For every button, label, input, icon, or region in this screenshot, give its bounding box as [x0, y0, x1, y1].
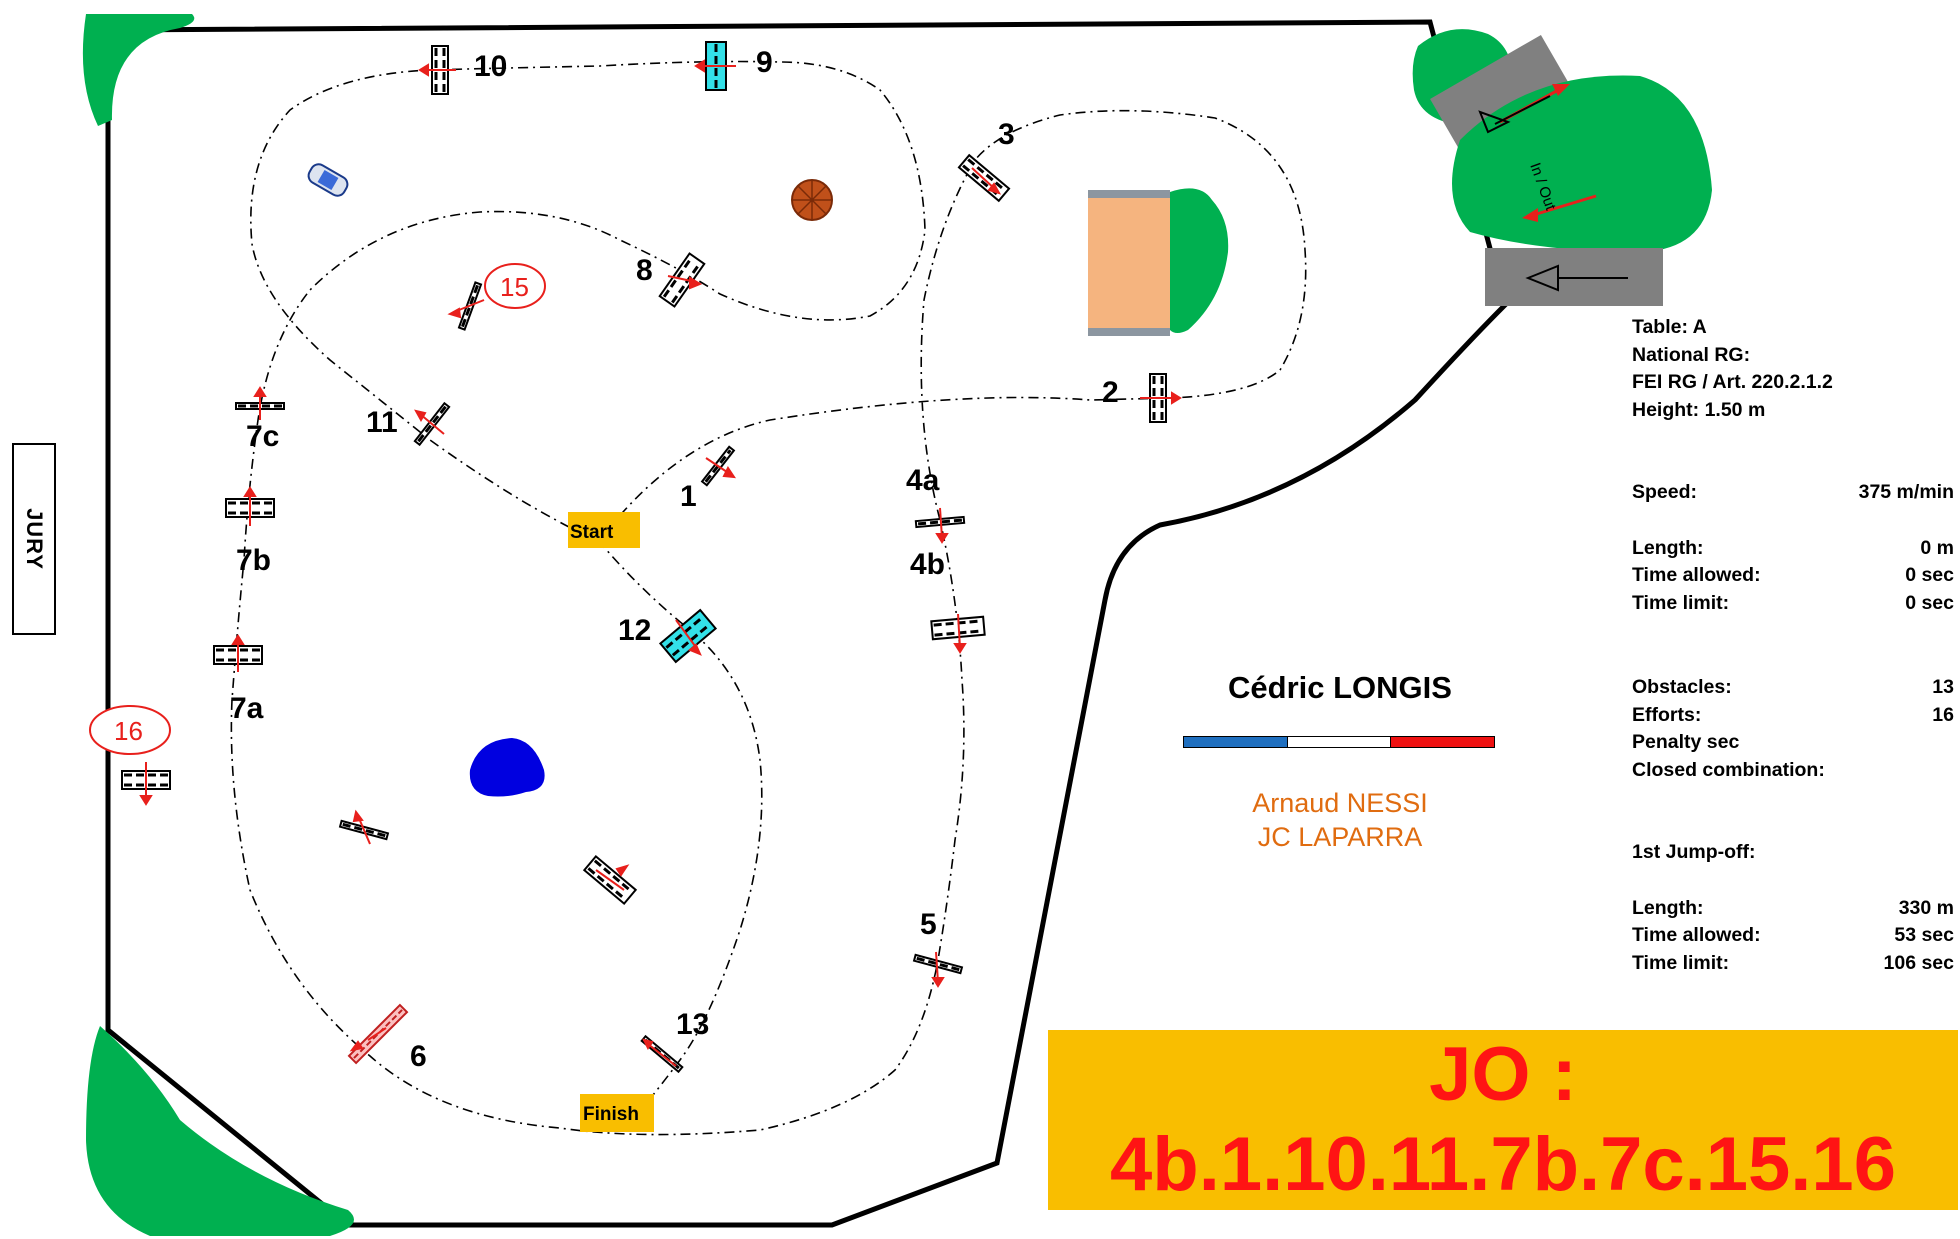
bank-stones-bottom	[1088, 328, 1170, 336]
jumpoff-length-value: 330 m	[1898, 896, 1954, 919]
efforts-value: 16	[1932, 703, 1954, 726]
obstacle-labels: 1 2 3 4a 4b 5 6 7a 7b 7c 8 9 10 11 12 13	[230, 46, 1119, 1073]
jury-box: JURY	[12, 443, 56, 635]
start-label: Start	[570, 522, 614, 543]
speed-value: 375 m/min	[1858, 481, 1954, 503]
obstacles-value: 13	[1932, 676, 1954, 698]
obstacle-label-4a: 4a	[906, 464, 940, 497]
table-line: Table: A	[1632, 316, 1707, 338]
obstacle-label-7b: 7b	[236, 544, 271, 577]
length-value: 0 m	[1920, 536, 1954, 559]
umbrella-ribs	[792, 180, 832, 220]
jumpoff-time-limit-row: Time limit: 106 sec	[1632, 950, 1954, 978]
jumpoff-time-allowed-label: Time allowed:	[1632, 924, 1761, 946]
out-arrow-red	[1529, 194, 1597, 218]
obstacle-label-3: 3	[998, 118, 1015, 151]
course-designer: Cédric LONGIS	[1228, 670, 1452, 705]
jumpoff-time-allowed-row: Time allowed: 53 sec	[1632, 922, 1954, 950]
obstacles-label: Obstacles:	[1632, 676, 1732, 698]
height-line: Height: 1.50 m	[1632, 398, 1766, 421]
assistant-2: JC LAPARRA	[1257, 822, 1423, 852]
bank-stones-top	[1088, 190, 1170, 198]
grass-bottom-left	[86, 1026, 354, 1236]
finish-label: Finish	[583, 1104, 639, 1125]
penalty-line: Penalty sec	[1632, 731, 1740, 753]
length-label: Length:	[1632, 536, 1704, 559]
obstacle-label-15: 15	[500, 272, 529, 302]
jumpoff-time-limit-label: Time limit:	[1632, 951, 1730, 974]
jumpoff-banner-line1: JO :	[1429, 1032, 1577, 1117]
jumpoff-time-limit-value: 106 sec	[1883, 951, 1955, 974]
fei-rg-line: FEI RG / Art. 220.2.1.2	[1632, 371, 1833, 393]
obstacle-label-10: 10	[474, 50, 507, 83]
obstacle-label-8: 8	[636, 254, 653, 287]
course-info-panel: Table: A National RG: FEI RG / Art. 220.…	[1632, 314, 1954, 977]
speed-label: Speed:	[1632, 481, 1698, 503]
french-flag	[1183, 736, 1495, 748]
jumpoff-time-allowed-value: 53 sec	[1894, 924, 1954, 946]
jumpoff-title: 1st Jump-off:	[1632, 841, 1756, 863]
bank-hedge	[1170, 188, 1229, 333]
obstacle-label-9: 9	[756, 46, 773, 79]
obstacle-label-12: 12	[618, 614, 651, 647]
flag-stripe-red	[1391, 737, 1495, 747]
arena-boundary	[105, 19, 1508, 1228]
efforts-label: Efforts:	[1632, 703, 1702, 726]
assistant-designers: Arnaud NESSI JC LAPARRA	[1180, 786, 1500, 854]
jumpoff-length-label: Length:	[1632, 896, 1704, 919]
in-out-gate-top	[1430, 34, 1578, 164]
water-tray-icon	[469, 738, 545, 797]
obstacle-label-6: 6	[410, 1040, 427, 1073]
in-arrow-red-head	[1552, 84, 1570, 96]
in-out-arrow-shaft	[1494, 95, 1551, 125]
obstacle-label-5: 5	[920, 908, 937, 941]
time-limit-value: 0 sec	[1905, 591, 1954, 614]
obstacle-label-13: 13	[676, 1008, 709, 1041]
obstacle-label-16: 16	[114, 716, 143, 746]
obstacles-row: Obstacles: 13	[1632, 674, 1954, 702]
time-allowed-label: Time allowed:	[1632, 564, 1761, 586]
national-rg-line: National RG:	[1632, 343, 1751, 366]
jumpoff-length-row: Length: 330 m	[1632, 895, 1954, 923]
time-allowed-row: Time allowed: 0 sec	[1632, 562, 1954, 590]
obstacle-label-7a: 7a	[230, 692, 264, 725]
in-out-arrow-outline	[1478, 110, 1511, 134]
speed-row: Speed: 375 m/min	[1632, 479, 1954, 507]
obstacle-label-7c: 7c	[246, 420, 279, 453]
closed-combination-line: Closed combination:	[1632, 758, 1825, 781]
time-limit-row: Time limit: 0 sec	[1632, 590, 1954, 618]
obstacle-label-2: 2	[1102, 376, 1119, 409]
grass-top-left	[82, 14, 195, 126]
finish-box	[580, 1094, 654, 1132]
jury-label: JURY	[22, 508, 47, 570]
efforts-row: Efforts: 16	[1632, 702, 1954, 730]
out-arrow-red-head	[1522, 208, 1538, 222]
assistant-1: Arnaud NESSI	[1252, 788, 1428, 818]
obstacle-label-11: 11	[366, 406, 398, 439]
jumpoff-banner-line2: 4b.1.10.11.7b.7c.15.16	[1110, 1122, 1896, 1207]
obstacle-label-4b: 4b	[910, 548, 945, 581]
time-allowed-value: 0 sec	[1905, 564, 1954, 586]
direction-arrows	[139, 59, 1182, 1067]
obstacle-label-1: 1	[680, 480, 697, 513]
time-limit-label: Time limit:	[1632, 591, 1730, 614]
flag-stripe-white	[1286, 737, 1392, 747]
bank-sand	[1088, 196, 1170, 332]
car-icon	[307, 163, 349, 197]
jumpoff-oval-16	[89, 705, 171, 755]
jumpoff-labels: 15 16	[114, 272, 529, 746]
jumpoff-oval-15	[484, 263, 546, 309]
start-box	[568, 512, 640, 548]
jumpoff-banner: JO : 4b.1.10.11.7b.7c.15.16	[1048, 1030, 1958, 1210]
course-route	[230, 60, 1307, 1136]
length-row: Length: 0 m	[1632, 535, 1954, 563]
flag-stripe-blue	[1184, 737, 1287, 747]
grass-top-right-b	[1452, 75, 1712, 253]
